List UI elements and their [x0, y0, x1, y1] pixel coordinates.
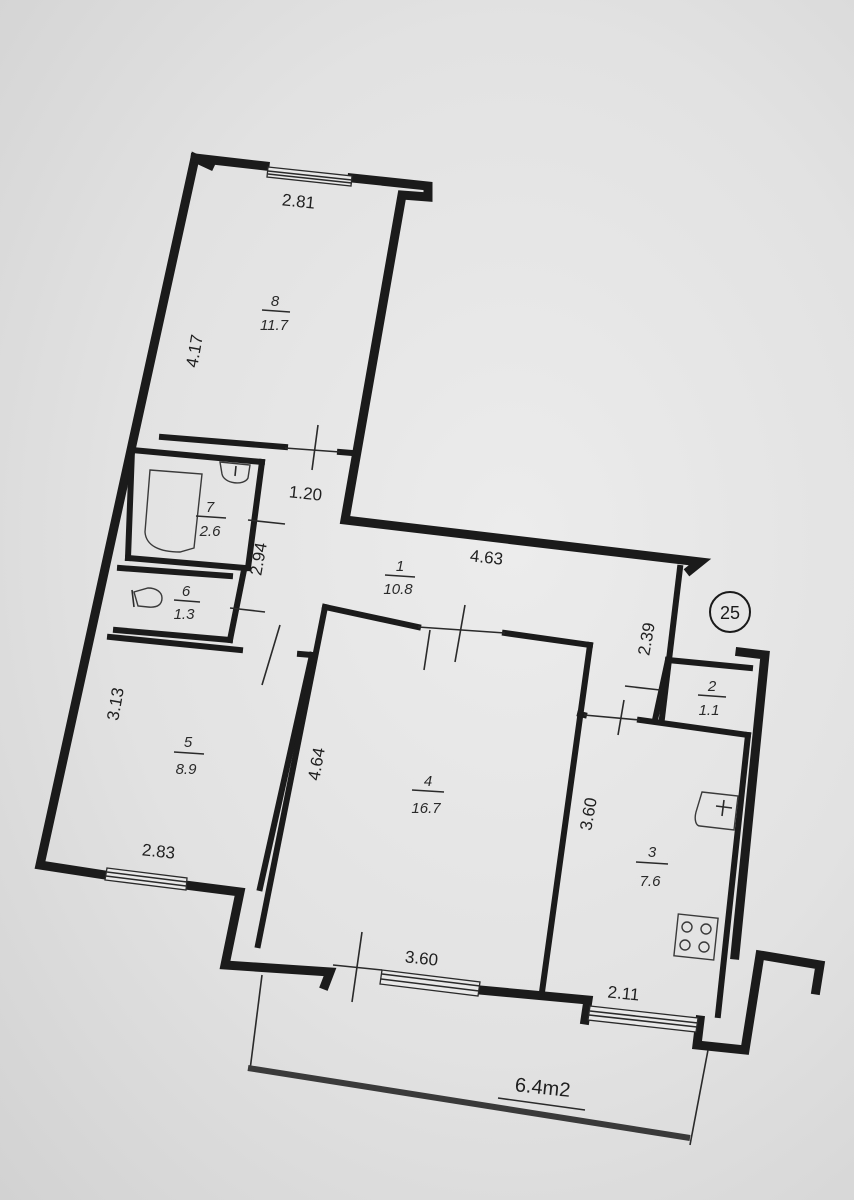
outer-walls [34, 151, 826, 1055]
room-3-number: 3 [648, 844, 657, 861]
balcony-lines [247, 974, 709, 1146]
room-1-area: 10.8 [383, 581, 413, 598]
room-6-area: 1.3 [174, 606, 196, 623]
fixtures [131, 461, 739, 961]
room-4-number: 4 [424, 773, 432, 790]
dim-room8-height: 4.17 [182, 333, 206, 369]
room-3-label: 3 7.6 [635, 844, 669, 890]
dim-room3-width: 2.11 [607, 982, 641, 1004]
room-2-number: 2 [707, 678, 717, 695]
window-room8 [266, 166, 353, 187]
room-5-label: 5 8.9 [173, 734, 205, 778]
dim-room3-height: 3.60 [576, 796, 600, 832]
room-7-label: 7 2.6 [195, 499, 227, 540]
unit-badge: 25 [709, 591, 751, 633]
bathtub-icon [144, 469, 203, 553]
plan-group: 25 8 11.7 7 2.6 6 1.3 5 8.9 [34, 151, 826, 1146]
room-2-area: 1.1 [699, 702, 720, 719]
dim-corridor-width: 1.20 [288, 482, 323, 504]
room-1-number: 1 [396, 558, 404, 575]
room-7-number: 7 [206, 499, 215, 516]
window-room3 [587, 1005, 699, 1033]
room-8-area: 11.7 [260, 317, 289, 334]
room-7-area: 2.6 [199, 523, 222, 540]
inner-walls [106, 433, 754, 1019]
dim-room4-height: 4.64 [304, 746, 328, 782]
room-6-number: 6 [182, 583, 191, 600]
room-labels: 8 11.7 7 2.6 6 1.3 5 8.9 1 [173, 293, 727, 890]
dim-room8-width: 2.81 [281, 190, 316, 212]
room-6-label: 6 1.3 [174, 583, 201, 623]
balcony-area-label: 6.4m2 [514, 1074, 572, 1102]
room-2-label: 2 1.1 [697, 678, 727, 719]
windows [104, 166, 699, 1033]
unit-badge-label: 25 [720, 603, 740, 623]
window-room5 [104, 867, 188, 891]
dim-room5-height: 3.13 [103, 686, 127, 722]
room-5-area: 8.9 [176, 761, 198, 778]
room-3-area: 7.6 [640, 873, 662, 890]
dim-room2-height: 2.39 [634, 621, 658, 657]
kitchen-sink-icon [694, 791, 739, 831]
dim-room4-width: 3.60 [404, 947, 439, 969]
sink-icon [219, 461, 251, 484]
window-room4 [379, 969, 481, 997]
room-1-label: 1 10.8 [383, 558, 416, 598]
room-4-area: 16.7 [411, 800, 441, 817]
toilet-icon [133, 587, 163, 608]
door-marks [229, 424, 661, 1003]
room-5-number: 5 [184, 734, 193, 751]
dim-room5-width: 2.83 [141, 840, 176, 862]
dim-hall-width: 4.63 [469, 546, 504, 568]
room-4-label: 4 16.7 [411, 773, 445, 817]
room-8-label: 8 11.7 [260, 293, 291, 334]
room-8-number: 8 [271, 293, 280, 310]
stove-icon [673, 913, 719, 961]
